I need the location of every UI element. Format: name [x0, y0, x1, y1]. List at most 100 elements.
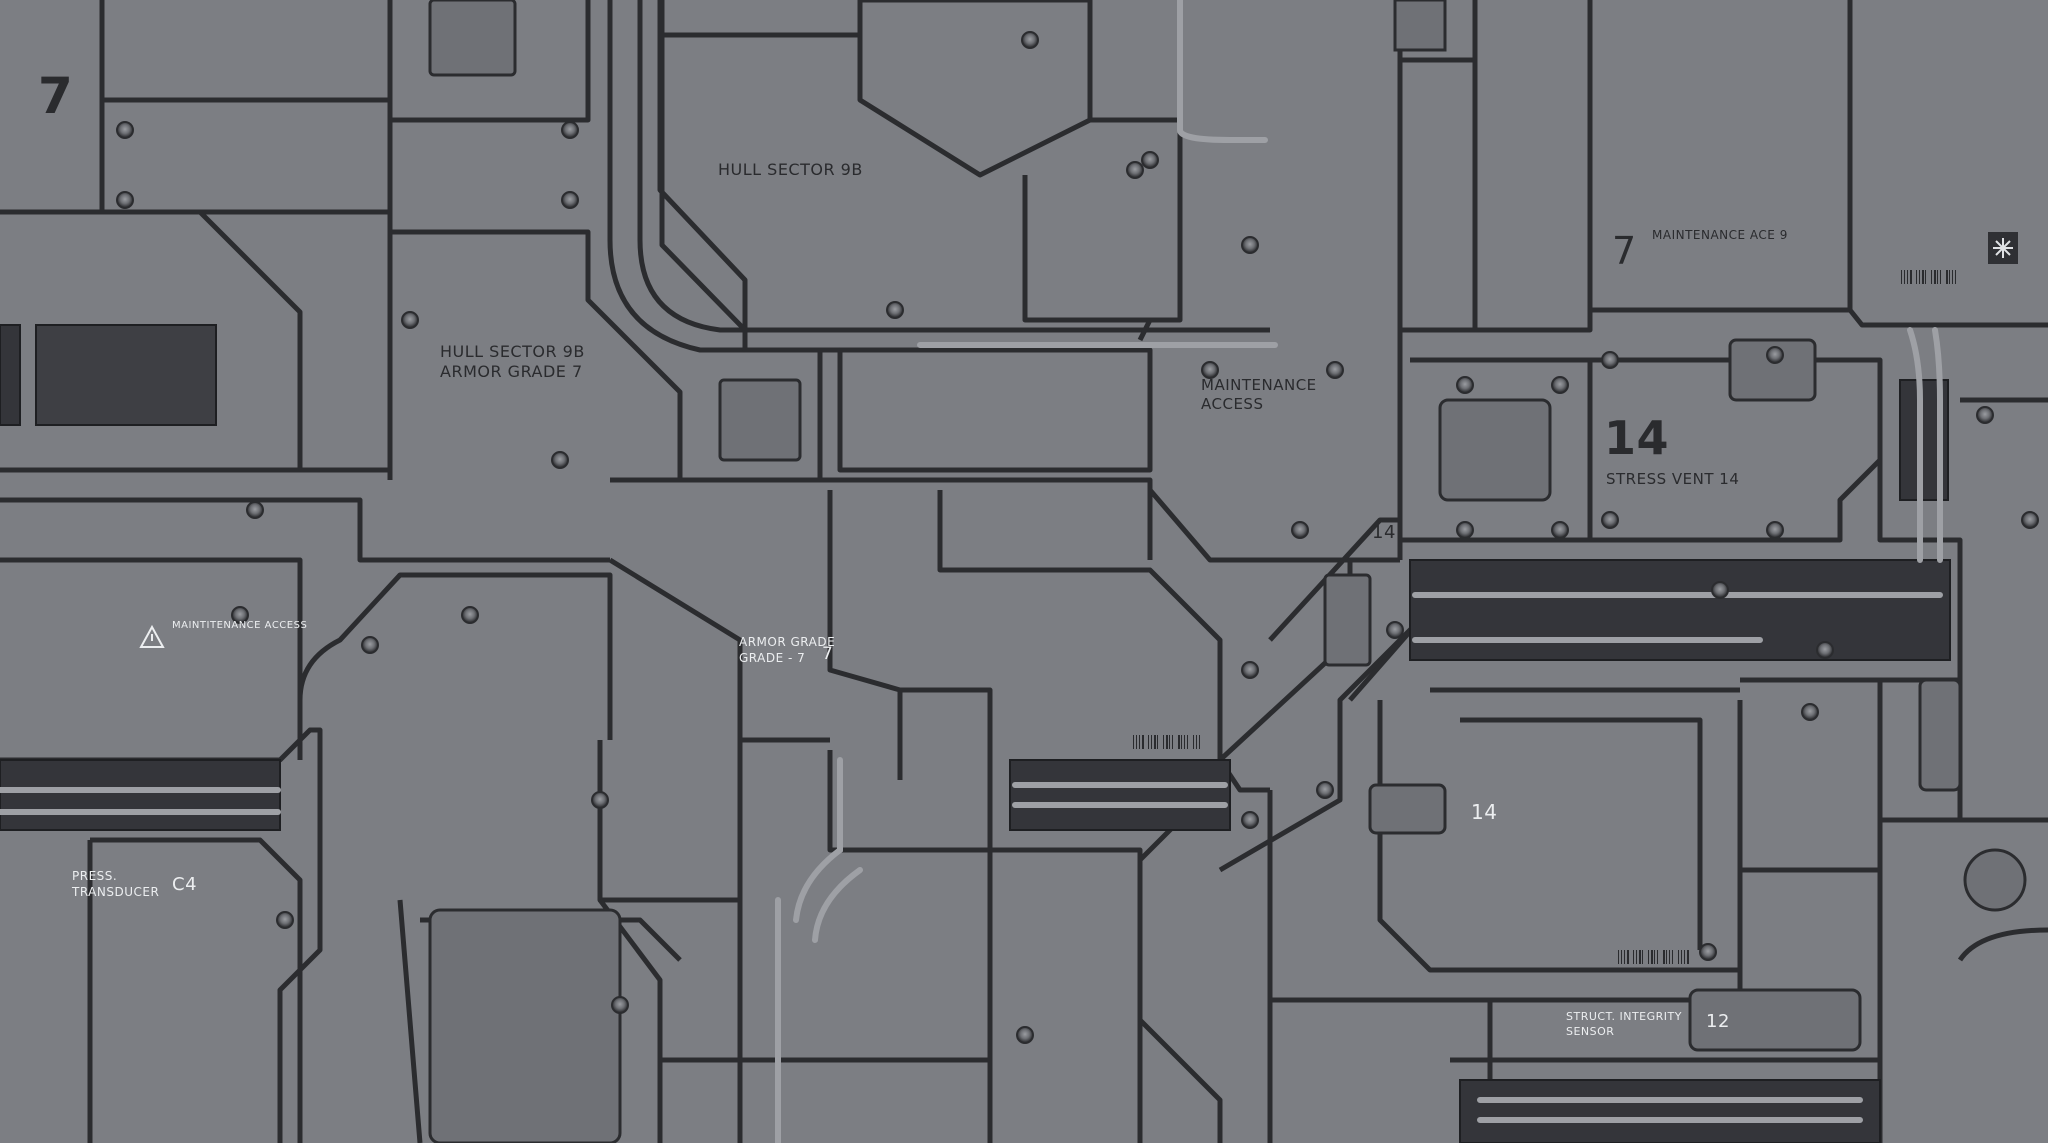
barcode-bar — [1916, 270, 1917, 284]
bolt-icon — [1456, 521, 1474, 539]
warning-label: MAINTITENANCE ACCESS — [172, 620, 308, 631]
barcode-bar — [1684, 950, 1685, 964]
barcode-bar — [1952, 270, 1953, 284]
bolt-icon — [116, 121, 134, 139]
barcode-bar — [1681, 950, 1682, 964]
barcode-bar — [1955, 270, 1956, 284]
barcode-bar — [1657, 950, 1658, 964]
maintenance-ace-number: 7 — [1612, 229, 1637, 273]
barcode-bar — [1940, 270, 1941, 284]
barcode-bar — [1642, 950, 1643, 964]
barcode-bar — [1925, 270, 1926, 284]
bolt-icon — [2021, 511, 2039, 529]
bolt-icon — [276, 911, 294, 929]
barcode-bar — [1663, 950, 1665, 964]
barcode-bar — [1654, 950, 1655, 964]
armor-grade-sub-label: GRADE - 7 — [739, 651, 806, 665]
bolt-icon — [551, 451, 569, 469]
barcode-bar — [1151, 735, 1152, 749]
maintenance-access-number: 14 — [1372, 522, 1396, 543]
bolt-icon — [1021, 31, 1039, 49]
barcode-bar — [1931, 270, 1932, 284]
bolt-icon — [1976, 406, 1994, 424]
barcode-bar — [1181, 735, 1182, 749]
bolt-icon — [1601, 511, 1619, 529]
bolt-icon — [1456, 376, 1474, 394]
armor-grade-left-label: ARMOR GRADE 7 — [440, 362, 583, 381]
barcode-icon — [1133, 270, 1956, 964]
bolt-icon — [1699, 943, 1717, 961]
bolt-icon — [561, 191, 579, 209]
bolt-icon — [886, 301, 904, 319]
barcode-bar — [1199, 735, 1200, 749]
bolt-icon — [1766, 521, 1784, 539]
barcode-bar — [1184, 735, 1185, 749]
press-transducer-label: PRESS. — [72, 869, 118, 883]
barcode-bar — [1648, 950, 1649, 964]
barcode-bar — [1166, 735, 1168, 749]
barcode-bar — [1669, 950, 1670, 964]
bolt-icon — [361, 636, 379, 654]
barcode-bar — [1949, 270, 1950, 284]
barcode-bar — [1639, 950, 1641, 964]
barcode-bar — [1678, 950, 1679, 964]
bolt-icon — [116, 191, 134, 209]
press-transducer-code: C4 — [172, 874, 198, 895]
bolt-icon — [591, 791, 609, 809]
bolt-icon — [1386, 621, 1404, 639]
barcode-bar — [1672, 950, 1673, 964]
struct-integrity-label: STRUCT. INTEGRITY — [1566, 1010, 1682, 1023]
barcode-bar — [1904, 270, 1905, 284]
barcode-bar — [1937, 270, 1938, 284]
barcode-bar — [1196, 735, 1197, 749]
bolt-icon — [116, 31, 2039, 1044]
hull-sector-left-label: HULL SECTOR 9B — [440, 342, 585, 361]
barcode-bar — [1666, 950, 1667, 964]
bolt-icon — [246, 501, 264, 519]
barcode-bar — [1627, 950, 1629, 964]
barcode-bar — [1618, 950, 1619, 964]
bolt-icon — [1141, 151, 1159, 169]
barcode-bar — [1139, 735, 1140, 749]
barcode-bar — [1163, 735, 1164, 749]
armor-grade-label: ARMOR GRADE — [739, 635, 836, 649]
bolt-icon — [231, 606, 249, 624]
barcode-bar — [1624, 950, 1625, 964]
barcode-bar — [1169, 735, 1170, 749]
maintenance-access-label-2: ACCESS — [1201, 395, 1264, 413]
barcode-bar — [1907, 270, 1908, 284]
maintenance-ace-title: MAINTENANCE ACE 9 — [1652, 228, 1788, 242]
barcode-bar — [1193, 735, 1194, 749]
barcode-bar — [1910, 270, 1912, 284]
barcode-bar — [1157, 735, 1158, 749]
bolt-icon — [1316, 781, 1334, 799]
bolt-icon — [1816, 641, 1834, 659]
barcode-bar — [1919, 270, 1920, 284]
barcode-bar — [1633, 950, 1634, 964]
bolt-icon — [611, 996, 629, 1014]
bolt-icon — [1326, 361, 1344, 379]
bolt-icon — [1241, 811, 1259, 829]
barcode-bar — [1148, 735, 1149, 749]
bolt-icon — [1601, 351, 1619, 369]
barcode-bar — [1687, 950, 1689, 964]
maintenance-access-label: MAINTENANCE — [1201, 376, 1317, 394]
barcode-bar — [1187, 735, 1188, 749]
barcode-bar — [1133, 735, 1134, 749]
bolt-icon — [1241, 661, 1259, 679]
bolt-icon — [1201, 361, 1219, 379]
bolt-icon — [1126, 161, 1144, 179]
warning-triangle-icon — [139, 624, 165, 648]
bolt-icon — [1241, 236, 1259, 254]
barcode-bar — [1172, 735, 1173, 749]
bolt-icon — [1551, 521, 1569, 539]
barcode-bar — [1621, 950, 1622, 964]
armor-grade-number: 7 — [822, 644, 834, 664]
bolt-icon — [1291, 521, 1309, 539]
barcode-bar — [1651, 950, 1653, 964]
struct-integrity-number: 12 — [1706, 1011, 1730, 1032]
bolt-icon — [1551, 376, 1569, 394]
barcode-bar — [1636, 950, 1637, 964]
hatch-number: 14 — [1471, 800, 1498, 824]
